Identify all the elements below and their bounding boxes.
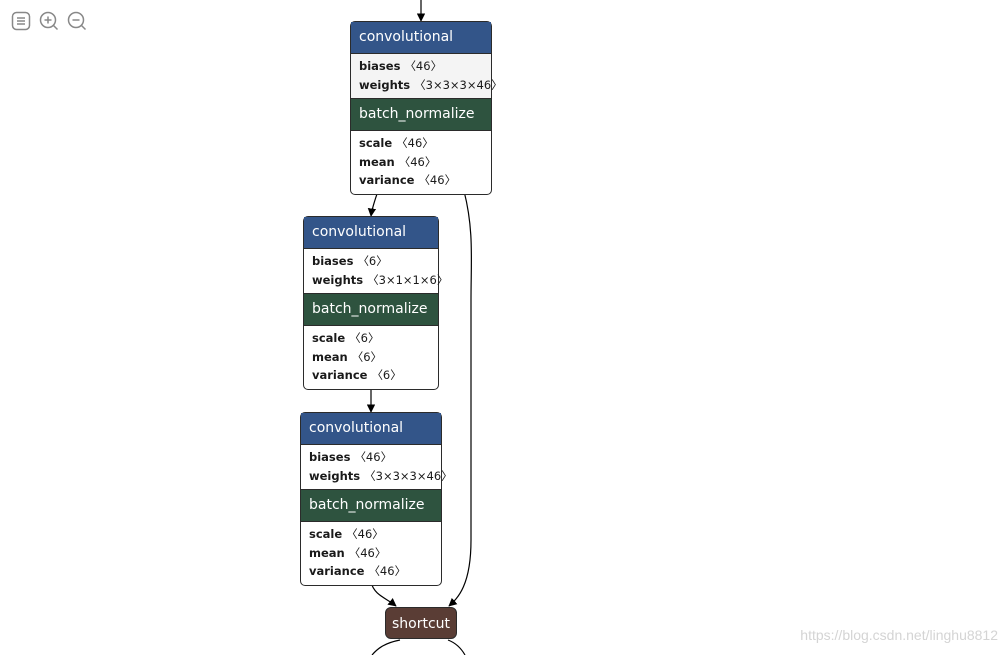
param-key: weights [359, 77, 411, 92]
param-row: weights〈3×1×1×6〉 [312, 271, 448, 290]
param-key: variance [312, 368, 368, 382]
norm-params: scale〈46〉 mean〈46〉 variance〈46〉 [301, 522, 441, 585]
conv-node-2[interactable]: convolutional biases〈6〉 weights〈3×1×1×6〉… [303, 216, 448, 390]
menu-button[interactable] [11, 11, 31, 31]
param-key: scale [359, 136, 393, 150]
conv-node-1[interactable]: convolutional biases〈46〉 weights〈3×3×3×4… [350, 21, 503, 195]
param-value: 〈3×1×1×6〉 [367, 272, 449, 287]
norm-title: batch_normalize [301, 489, 441, 522]
param-key: biases [309, 450, 351, 464]
zoom-out-icon [67, 11, 87, 31]
param-key: mean [309, 545, 345, 560]
param-key: scale [309, 527, 343, 541]
param-value: 〈46〉 [368, 564, 407, 578]
param-value: 〈46〉 [418, 173, 457, 187]
param-key: variance [359, 173, 415, 187]
param-row: mean〈6〉 [312, 348, 438, 367]
param-key: variance [309, 564, 365, 578]
toolbar [11, 11, 87, 31]
menu-icon [11, 11, 31, 31]
param-value: 〈3×3×3×46〉 [364, 468, 453, 483]
param-value: 〈6〉 [357, 254, 388, 268]
param-value: 〈46〉 [346, 527, 384, 541]
zoom-out-button[interactable] [67, 11, 87, 31]
param-value: 〈46〉 [404, 59, 443, 73]
conv-title: convolutional [301, 413, 441, 445]
param-value: 〈6〉 [351, 349, 383, 364]
norm-title: batch_normalize [304, 293, 438, 326]
param-value: 〈6〉 [349, 331, 380, 345]
norm-params: scale〈46〉 mean〈46〉 variance〈46〉 [351, 131, 491, 194]
edge-conv3-to-shortcut [370, 581, 397, 607]
param-value: 〈46〉 [348, 545, 387, 560]
conv-params: biases〈6〉 weights〈3×1×1×6〉 [304, 249, 448, 293]
param-value: 〈46〉 [396, 136, 434, 150]
param-row: scale〈46〉 [309, 525, 441, 544]
edge-conv1-to-shortcut [448, 190, 473, 607]
edge-shortcut-out-right [447, 639, 466, 655]
param-key: biases [359, 59, 401, 73]
param-value: 〈6〉 [371, 368, 402, 382]
edge-conv1-to-conv2 [367, 190, 379, 217]
conv-node-3[interactable]: convolutional biases〈46〉 weights〈3×3×3×4… [300, 412, 453, 586]
param-key: weights [309, 468, 361, 483]
param-row: scale〈6〉 [312, 329, 438, 348]
param-row: biases〈46〉 [359, 57, 491, 76]
zoom-in-button[interactable] [39, 11, 59, 31]
param-row: mean〈46〉 [359, 153, 491, 172]
param-row: weights〈3×3×3×46〉 [359, 76, 503, 95]
param-key: mean [312, 349, 348, 364]
param-key: scale [312, 331, 346, 345]
norm-title: batch_normalize [351, 98, 491, 131]
param-row: biases〈46〉 [309, 448, 441, 467]
param-row: variance〈46〉 [309, 562, 441, 581]
param-value: 〈46〉 [354, 450, 393, 464]
param-row: variance〈46〉 [359, 171, 491, 190]
conv-params: biases〈46〉 weights〈3×3×3×46〉 [351, 54, 503, 98]
param-row: variance〈6〉 [312, 366, 438, 385]
param-key: mean [359, 154, 395, 169]
param-key: biases [312, 254, 354, 268]
shortcut-node[interactable]: shortcut [385, 607, 457, 639]
param-row: scale〈46〉 [359, 134, 491, 153]
param-key: weights [312, 272, 364, 287]
param-value: 〈3×3×3×46〉 [414, 77, 503, 92]
param-value: 〈46〉 [398, 154, 437, 169]
param-row: biases〈6〉 [312, 252, 438, 271]
edge-shortcut-out-left [371, 639, 401, 655]
conv-params: biases〈46〉 weights〈3×3×3×46〉 [301, 445, 453, 489]
param-row: mean〈46〉 [309, 544, 441, 563]
conv-title: convolutional [304, 217, 438, 249]
param-row: weights〈3×3×3×46〉 [309, 467, 453, 486]
watermark: https://blog.csdn.net/linghu8812 [800, 627, 998, 643]
norm-params: scale〈6〉 mean〈6〉 variance〈6〉 [304, 326, 438, 389]
conv-title: convolutional [351, 22, 491, 54]
zoom-in-icon [39, 11, 59, 31]
